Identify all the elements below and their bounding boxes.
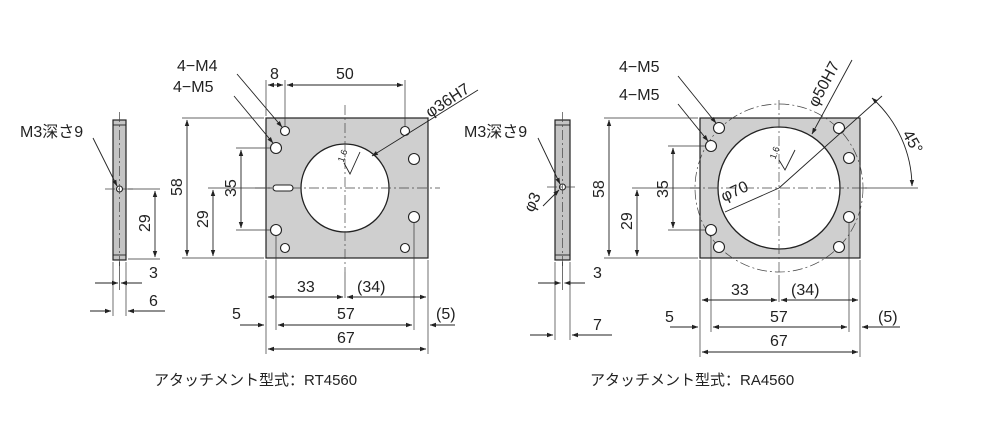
ra-m5-pcd-hole xyxy=(842,151,856,165)
drawing-rt4560: M3深さ9 29 3 6 xyxy=(20,58,479,389)
rt-dim-67: 67 xyxy=(337,330,355,347)
ra-side-dim-7: 7 xyxy=(593,317,602,334)
rt-dim-50: 50 xyxy=(336,66,354,83)
rt-side-dim-3: 3 xyxy=(149,265,158,282)
rt-caption: アタッチメント型式：RT4560 xyxy=(154,372,357,389)
ra-side-dim-3: 3 xyxy=(593,265,602,282)
rt-m5-hole xyxy=(407,210,421,224)
rt-m3-slot xyxy=(272,184,294,192)
rt-dim-5-ref: (5) xyxy=(436,306,456,323)
ra-m5-callout-b: 4−M5 xyxy=(619,87,660,104)
ra-m5-callout-a: 4−M5 xyxy=(619,59,660,76)
rt-front-view: 1.6 xyxy=(255,105,440,272)
rt-dim-58: 58 xyxy=(169,178,186,196)
rt-m5-callout: 4−M5 xyxy=(173,79,214,96)
ra-dim-29: 29 xyxy=(619,212,636,230)
ra-m5-pcd-hole xyxy=(704,139,718,153)
rt-m3-callout: M3深さ9 xyxy=(20,123,83,141)
rt-dim-57: 57 xyxy=(337,306,355,323)
rt-bore-callout: φ36H7 xyxy=(423,81,473,122)
ra-m3-callout: M3深さ9 xyxy=(464,123,527,141)
rt-m4-hole xyxy=(279,242,291,254)
ra-dim-67: 67 xyxy=(770,333,788,350)
ra-m5-pcd-hole xyxy=(704,223,718,237)
ra-caption: アタッチメント型式：RA4560 xyxy=(590,372,794,389)
ra-dim-35: 35 xyxy=(655,180,672,198)
ra-dim-5-ref: (5) xyxy=(878,309,898,326)
rt-side-dim-29: 29 xyxy=(137,214,154,232)
rt-dim-33: 33 xyxy=(297,279,315,296)
ra-m5-pcd-hole xyxy=(842,210,856,224)
rt-m5-hole xyxy=(407,152,421,166)
ra-side-view xyxy=(547,112,578,268)
ra-angle-45: 45° xyxy=(899,128,926,157)
ra-m5-hole xyxy=(832,121,846,135)
rt-m5-hole xyxy=(269,223,283,237)
drawing-ra4560: M3深さ9 φ3 3 7 xyxy=(464,59,925,389)
ra-m5-hole xyxy=(712,121,726,135)
rt-m5-hole xyxy=(269,141,283,155)
ra-roughness: 1.6 xyxy=(768,145,782,160)
ra-dim-33: 33 xyxy=(731,282,749,299)
rt-side-view xyxy=(105,112,134,268)
ra-dim-58: 58 xyxy=(591,180,608,198)
rt-m4-callout: 4−M4 xyxy=(177,58,218,75)
rt-m4-hole xyxy=(399,125,411,137)
rt-dim-34: (34) xyxy=(357,279,385,296)
ra-bore-callout: φ50H7 xyxy=(806,59,844,110)
ra-m5-hole xyxy=(832,240,846,254)
ra-dim-57: 57 xyxy=(770,309,788,326)
ra-m5-hole xyxy=(712,240,726,254)
rt-dim-29: 29 xyxy=(195,210,212,228)
rt-dim-5: 5 xyxy=(232,306,241,323)
rt-roughness: 1.6 xyxy=(336,148,350,163)
rt-m4-hole xyxy=(399,242,411,254)
ra-dim-5: 5 xyxy=(665,309,674,326)
ra-dim-34: (34) xyxy=(791,282,819,299)
ra-dim-phi3: φ3 xyxy=(521,190,545,215)
rt-side-dim-6: 6 xyxy=(149,293,158,310)
rt-m4-hole xyxy=(279,125,291,137)
rt-dim-8: 8 xyxy=(270,66,279,83)
